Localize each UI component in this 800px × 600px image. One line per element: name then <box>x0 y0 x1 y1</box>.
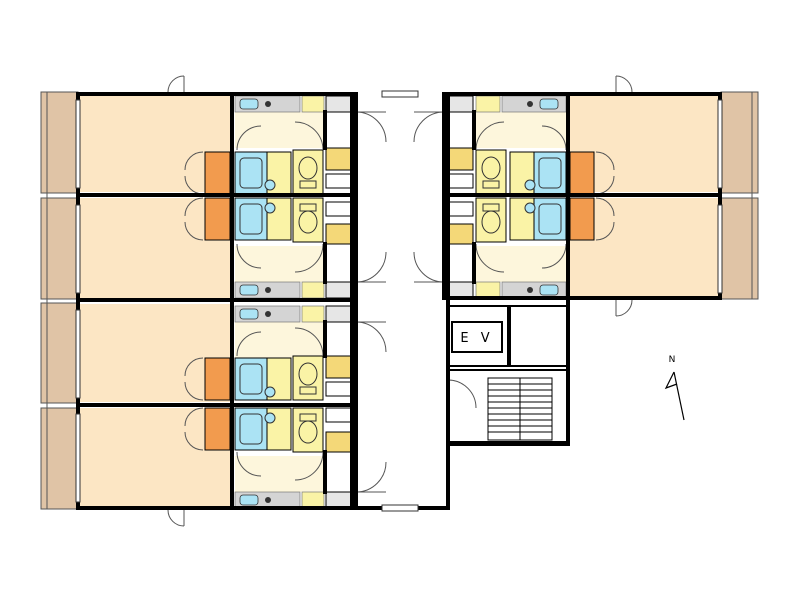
door-swings <box>167 75 633 527</box>
walls <box>76 92 722 510</box>
stairs <box>487 377 553 441</box>
shaft-2 <box>509 305 569 367</box>
storage-units <box>325 95 474 509</box>
living-rooms <box>80 94 718 508</box>
north-label: N <box>669 355 676 365</box>
room-right-2 <box>570 198 718 298</box>
elevator-label: E V <box>460 331 493 346</box>
balconies <box>40 91 759 510</box>
toilets <box>292 149 507 453</box>
elevator-car <box>451 321 503 353</box>
north-arrow: N <box>664 355 685 421</box>
core: E V <box>447 305 569 443</box>
bathrooms <box>234 151 567 451</box>
windows <box>75 99 723 503</box>
corridor-windows <box>381 90 419 512</box>
entrances <box>235 112 566 492</box>
kitchens <box>234 95 567 509</box>
room-right-1 <box>570 94 718 192</box>
corridor <box>356 94 444 508</box>
